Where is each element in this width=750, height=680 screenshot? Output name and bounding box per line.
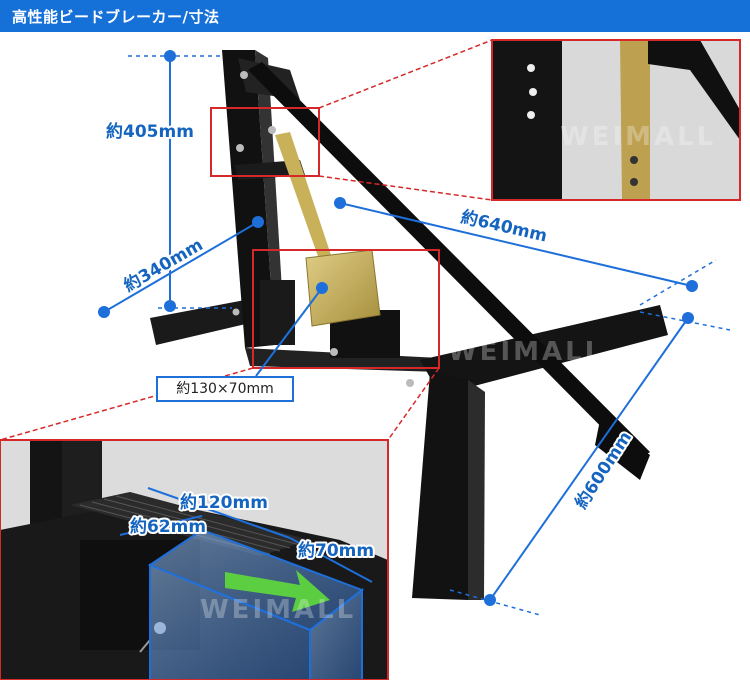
slot-width-dimension-label: 約70mm xyxy=(298,540,374,561)
dimension-markers xyxy=(98,50,698,606)
page-title: 高性能ビードブレーカー/寸法 xyxy=(12,8,220,26)
depth-dimension-label: 約340mm xyxy=(120,234,207,296)
watermark: WEIMALL xyxy=(448,337,604,367)
top-detail-inset: WEIMALL xyxy=(491,39,741,201)
bar-length-dimension-label: 約640mm xyxy=(459,206,549,246)
dimension-lines xyxy=(103,55,731,616)
watermark: WEIMALL xyxy=(200,595,356,625)
slot-length-dimension-label: 約120mm xyxy=(180,492,268,513)
bottom-detail-inset: WEIMALL xyxy=(0,439,389,680)
top-detail-callout xyxy=(210,39,493,201)
header-bar: 高性能ビードブレーカー/寸法 xyxy=(0,0,750,32)
slot-inner-dimension-label: 約62mm xyxy=(130,516,206,537)
height-dimension-label: 約405mm xyxy=(106,121,194,142)
bead-breaker-frame xyxy=(150,50,668,600)
pad-size-label: 約130×70mm xyxy=(156,376,294,402)
watermark: WEIMALL xyxy=(560,122,716,152)
product-illustration: WEIMALL WEIMALL xyxy=(0,39,741,680)
